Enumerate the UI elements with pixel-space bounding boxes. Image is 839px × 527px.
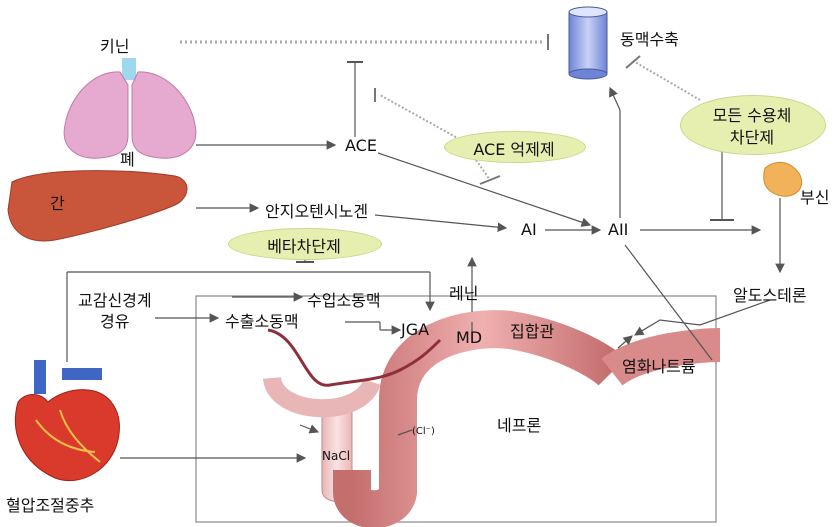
lung-label: 폐: [120, 146, 135, 170]
vasoconstriction-label: 동맥수축: [620, 26, 679, 50]
kinin-label: 키닌: [100, 33, 129, 57]
ai-label: AI: [521, 220, 537, 239]
ace-inhibitor-label: ACE 억제제: [444, 136, 584, 160]
bp-center-label: 혈압조절중추: [6, 492, 94, 516]
nephron-label: 네프론: [497, 412, 541, 436]
renin-label: 레닌: [449, 280, 478, 304]
liver-illustration: [8, 171, 187, 241]
aldosterone-label: 알도스테론: [733, 282, 807, 306]
ace-label: ACE: [345, 136, 377, 155]
afferent-label: 수입소동맥: [307, 287, 381, 311]
collecting-duct-label: 집합관: [510, 318, 554, 342]
aii-label: AII: [608, 220, 628, 239]
md-label: MD: [456, 328, 482, 347]
chloride-label: (Cl⁻): [412, 426, 435, 437]
artery-cylinder-icon: [569, 7, 607, 79]
angiotensinogen-label: 안지오텐시노겐: [265, 198, 368, 222]
adrenal-label: 부신: [800, 184, 829, 208]
sodium-chloride-label: 염화나트륨: [622, 353, 696, 377]
all-blocker-label-line2: 차단제: [680, 124, 824, 148]
lung-illustration: [64, 58, 196, 158]
heart-illustration: [15, 360, 119, 481]
sympathetic-label-line2: 경유: [100, 308, 129, 332]
efferent-label: 수출소동맥: [225, 308, 299, 332]
liver-label: 간: [50, 190, 65, 214]
jga-label: JGA: [401, 320, 429, 339]
adrenal-illustration: [764, 162, 802, 196]
nacl-label: NaCl: [322, 449, 350, 463]
beta-blocker-label: 베타차단제: [228, 233, 380, 257]
all-blocker-label-line1: 모든 수용체: [680, 102, 824, 126]
